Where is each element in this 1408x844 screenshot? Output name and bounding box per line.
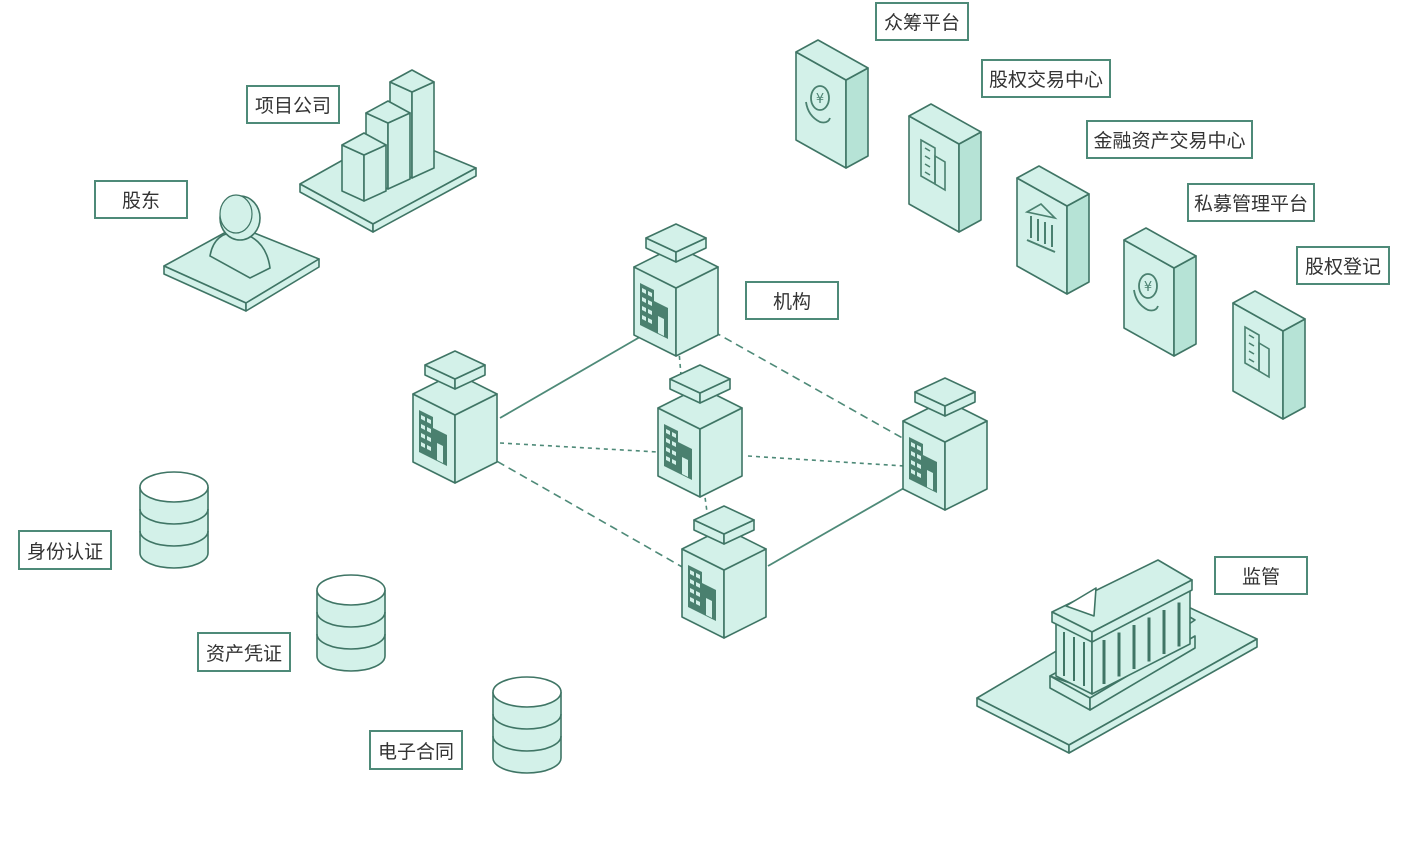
database-e-contract: [492, 676, 562, 774]
server-crowdfunding: ¥: [795, 39, 869, 169]
institution-node-top: [633, 223, 719, 357]
yuan-hand-icon: ¥: [805, 85, 831, 124]
regulation-platform: [976, 559, 1258, 754]
label-equity-exchange: 股权交易中心: [981, 59, 1111, 98]
network-link: [701, 324, 907, 441]
svg-text:¥: ¥: [816, 92, 824, 107]
office-building-icon: [419, 410, 447, 466]
institution-node-center: [657, 364, 743, 498]
office-building-icon: [688, 565, 716, 621]
network-link: [747, 455, 905, 467]
institution-node-right: [902, 377, 988, 511]
office-building-icon: [664, 424, 692, 480]
network-links: [485, 324, 919, 569]
server-private-equity-platform: ¥: [1123, 227, 1197, 357]
bar-chart-icon: [341, 69, 435, 202]
shareholder-platform: [163, 194, 320, 312]
network-link: [499, 329, 653, 419]
office-building-icon: [909, 437, 937, 493]
label-e-contract: 电子合同: [369, 730, 463, 770]
government-building-icon: [1049, 559, 1196, 711]
database-asset-certificate: [316, 574, 386, 672]
person-icon: [209, 194, 271, 279]
network-link: [485, 454, 685, 569]
network-link: [702, 481, 708, 513]
project-company-platform: [299, 69, 477, 233]
label-equity-registration: 股权登记: [1296, 246, 1390, 285]
server-equity-exchange: [908, 103, 982, 233]
network-link: [677, 339, 682, 376]
diagram-objects: ¥¥: [139, 39, 1306, 774]
institution-node-bottom: [681, 505, 767, 639]
label-institution: 机构: [745, 281, 839, 320]
bank-icon: [1024, 203, 1058, 253]
office-building-icon: [640, 283, 668, 339]
svg-text:¥: ¥: [1144, 280, 1152, 295]
label-financial-asset-exchange: 金融资产交易中心: [1086, 120, 1253, 159]
office-building-icon: [1244, 325, 1270, 379]
network-link: [767, 479, 919, 567]
database-identity-auth: [139, 471, 209, 569]
label-regulation: 监管: [1214, 556, 1308, 595]
label-asset-certificate: 资产凭证: [197, 632, 291, 672]
yuan-hand-icon: ¥: [1133, 273, 1159, 312]
label-identity-auth: 身份认证: [18, 530, 112, 570]
label-crowdfunding: 众筹平台: [875, 2, 969, 41]
network-link: [499, 442, 659, 453]
server-equity-registration: [1232, 290, 1306, 420]
label-shareholder: 股东: [94, 180, 188, 219]
institution-node-left: [412, 350, 498, 484]
office-building-icon: [920, 138, 946, 192]
label-private-equity-platform: 私募管理平台: [1187, 183, 1315, 222]
label-project-company: 项目公司: [246, 85, 340, 124]
server-financial-asset-exchange: [1016, 165, 1090, 295]
